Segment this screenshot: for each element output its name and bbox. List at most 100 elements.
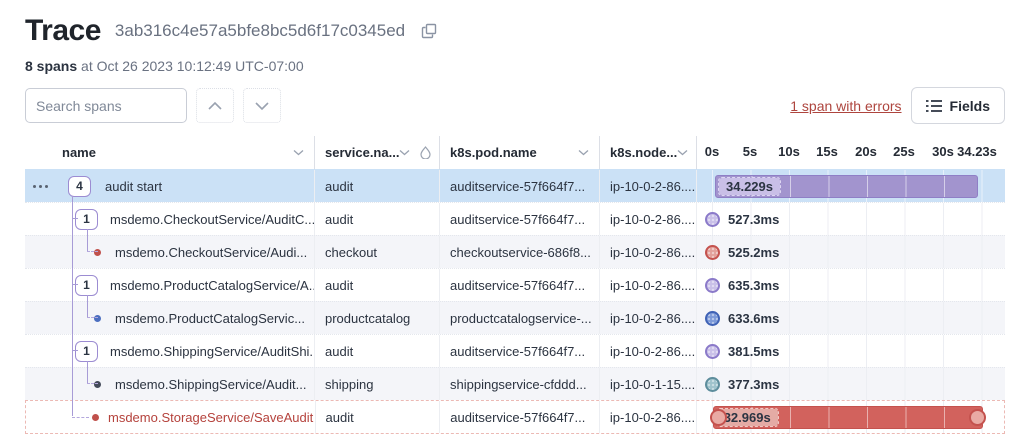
collapse-toggle-badge[interactable]: 1: [75, 340, 98, 362]
span-row-root[interactable]: 4 audit start audit auditservice-57f664f…: [25, 169, 1005, 202]
service-cell: productcatalog: [315, 302, 440, 334]
bar-end-cap: [968, 409, 986, 426]
collapse-toggle-badge[interactable]: 1: [75, 274, 98, 296]
column-header-name[interactable]: name: [25, 136, 315, 169]
copy-icon[interactable]: [419, 21, 440, 42]
span-duration-marker[interactable]: [705, 244, 720, 260]
column-header-service-name[interactable]: service.na...: [315, 136, 440, 169]
pod-cell: auditservice-57f664f7...: [440, 401, 600, 433]
span-duration-marker[interactable]: [705, 376, 720, 392]
prev-match-button[interactable]: [196, 88, 234, 123]
node-cell: ip-10-0-2-86....: [600, 269, 697, 301]
service-cell: audit: [315, 269, 440, 301]
service-cell: shipping: [315, 368, 440, 400]
span-row[interactable]: msdemo.ShippingService/Audit... shipping…: [25, 367, 1005, 400]
duration-label: 525.2ms: [728, 244, 780, 260]
service-cell: audit: [315, 203, 440, 235]
duration-label: 633.6ms: [728, 310, 780, 326]
column-header-k8s-node-name[interactable]: k8s.node...: [600, 136, 697, 169]
pod-cell: shippingservice-cfddd...: [440, 368, 600, 400]
duration-label: 527.3ms: [728, 211, 780, 227]
node-cell: ip-10-0-2-86....: [600, 170, 697, 202]
node-cell: ip-10-0-1-15....: [600, 368, 697, 400]
span-name: msdemo.CheckoutService/AuditC...: [110, 211, 315, 227]
pod-cell: auditservice-57f664f7...: [440, 170, 600, 202]
span-row[interactable]: 1 msdemo.CheckoutService/AuditC... audit…: [25, 202, 1005, 235]
chevron-down-icon[interactable]: [677, 149, 688, 156]
chevron-down-icon[interactable]: [293, 149, 304, 156]
span-row[interactable]: 1 msdemo.ProductCatalogService/A... audi…: [25, 268, 1005, 301]
timeline-cell: 635.3ms: [697, 269, 1005, 301]
timeline-cell: 381.5ms: [697, 335, 1005, 367]
chevron-down-icon[interactable]: [399, 149, 410, 156]
axis-tick: 15s: [816, 144, 838, 159]
axis-tick: 5s: [742, 144, 758, 159]
status-dot-icon: [94, 314, 101, 322]
span-duration-bar[interactable]: 34.229s: [715, 175, 978, 198]
axis-tick: 30s: [932, 144, 954, 159]
table-body: 4 audit start audit auditservice-57f664f…: [25, 169, 1005, 434]
node-cell: ip-10-0-2-86....: [600, 302, 697, 334]
span-duration-marker[interactable]: [705, 343, 720, 359]
span-name: msdemo.ProductCatalogService/A...: [110, 277, 315, 293]
duration-label: 34.229s: [718, 177, 781, 196]
span-name: audit start: [105, 178, 163, 194]
service-cell: checkout: [315, 236, 440, 268]
span-count: 8 spans: [25, 58, 78, 74]
timeline-axis: 0s 5s 10s 15s 20s 25s 30s 34.23s: [697, 136, 1005, 169]
timeline-cell: 377.3ms: [697, 368, 1005, 400]
node-cell: ip-10-0-2-86....: [600, 401, 697, 433]
trace-timestamp: at Oct 26 2023 10:12:49 UTC-07:00: [81, 58, 304, 74]
chevron-down-icon: [255, 101, 269, 110]
column-header-k8s-pod-name[interactable]: k8s.pod.name: [440, 136, 600, 169]
span-duration-bar-error[interactable]: 32.969s: [709, 406, 986, 429]
collapse-toggle-badge[interactable]: 4: [68, 175, 91, 197]
timeline-cell: 32.969s: [696, 401, 1004, 433]
page-header: Trace 3ab316c4e57a5bfe8bc5d6f17c0345ed: [25, 14, 1005, 48]
trace-id: 3ab316c4e57a5bfe8bc5d6f17c0345ed: [114, 21, 406, 40]
spans-with-errors-link[interactable]: 1 span with errors: [790, 97, 902, 114]
row-menu-icon[interactable]: [33, 184, 60, 188]
service-cell: audit: [315, 335, 440, 367]
fields-button[interactable]: Fields: [910, 87, 1005, 124]
chevron-down-icon[interactable]: [578, 149, 589, 156]
axis-tick: 25s: [893, 144, 915, 159]
duration-label: 635.3ms: [728, 277, 780, 293]
span-duration-marker[interactable]: [705, 277, 720, 293]
search-input[interactable]: [25, 88, 187, 123]
pod-cell: checkoutservice-686f8...: [440, 236, 600, 268]
fields-icon: [925, 99, 942, 112]
bar-start-cap: [709, 409, 727, 426]
span-name: msdemo.CheckoutService/Audi...: [115, 244, 308, 260]
droplet-icon[interactable]: [420, 146, 432, 159]
service-cell: audit: [315, 170, 440, 202]
duration-label: 377.3ms: [728, 376, 780, 392]
axis-tick: 0s: [704, 144, 720, 159]
span-duration-marker[interactable]: [705, 211, 720, 227]
span-row[interactable]: 1 msdemo.ShippingService/AuditShi... aud…: [25, 334, 1005, 367]
collapse-toggle-badge[interactable]: 1: [75, 208, 98, 230]
span-name: msdemo.ShippingService/AuditShi...: [110, 343, 315, 359]
span-name: msdemo.StorageService/SaveAudit: [108, 409, 314, 425]
axis-tick: 20s: [855, 144, 877, 159]
error-dot-icon: [94, 248, 101, 256]
pod-cell: auditservice-57f664f7...: [440, 203, 600, 235]
span-duration-marker[interactable]: [705, 310, 720, 326]
timeline-cell: 34.229s: [697, 170, 1005, 202]
table-header: name service.na... k8s.pod.name k8s.node…: [25, 136, 1005, 169]
status-dot-icon: [94, 380, 101, 388]
axis-tick: 10s: [778, 144, 800, 159]
node-cell: ip-10-0-2-86....: [600, 203, 697, 235]
span-row-error[interactable]: msdemo.StorageService/SaveAudit audit au…: [25, 400, 1005, 434]
timeline-cell: 527.3ms: [697, 203, 1005, 235]
toolbar: 1 span with errors Fields: [25, 87, 1005, 124]
trace-summary: 8 spans at Oct 26 2023 10:12:49 UTC-07:0…: [25, 58, 1005, 74]
duration-label: 32.969s: [715, 408, 779, 427]
span-row[interactable]: msdemo.ProductCatalogServic... productca…: [25, 301, 1005, 334]
span-name: msdemo.ProductCatalogServic...: [115, 310, 306, 326]
span-row[interactable]: msdemo.CheckoutService/Audi... checkout …: [25, 235, 1005, 268]
node-cell: ip-10-0-2-86....: [600, 335, 697, 367]
span-table: name service.na... k8s.pod.name k8s.node…: [25, 136, 1005, 434]
axis-tick: 34.23s: [957, 144, 997, 159]
next-match-button[interactable]: [243, 88, 281, 123]
